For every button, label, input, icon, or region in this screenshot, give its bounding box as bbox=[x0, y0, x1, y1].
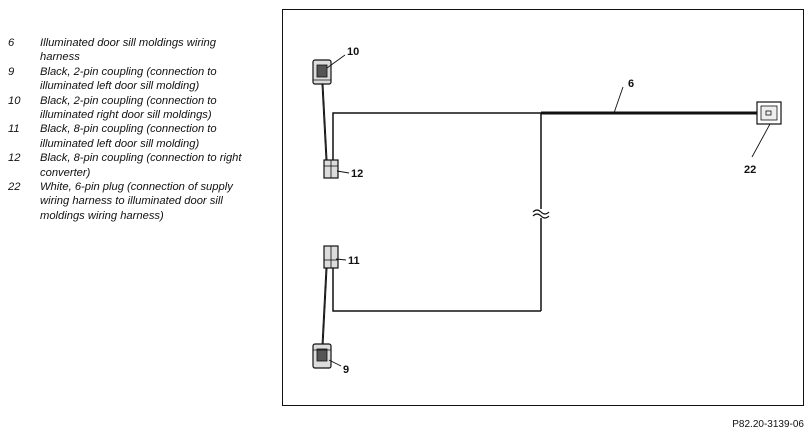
harness-upper-branch bbox=[332, 112, 541, 160]
coupling-12-connector-icon bbox=[323, 159, 339, 179]
legend-number: 6 bbox=[8, 37, 15, 49]
callout-6: 6 bbox=[628, 78, 634, 90]
lead-10-to-12 bbox=[321, 83, 327, 161]
legend-number: 11 bbox=[8, 123, 20, 136]
leader-12 bbox=[336, 170, 350, 174]
legend-description: Black, 2-pin coupling (connection to ill… bbox=[40, 94, 217, 122]
legend-item-12: 12 Black, 8-pin coupling (connection to … bbox=[8, 151, 258, 180]
legend-number: 10 bbox=[8, 94, 21, 107]
legend-item-6: 6 Illuminated door sill moldings wiring … bbox=[8, 36, 258, 65]
leader-22 bbox=[751, 123, 771, 158]
legend-description: Black, 8-pin coupling (connection to ill… bbox=[40, 123, 217, 150]
legend-description: White, 6-pin plug (connection of supply … bbox=[40, 181, 233, 222]
wiring-diagram: 10 6 12 11 9 22 bbox=[312, 46, 782, 376]
legend-item-11: 11 Black, 8-pin coupling (connection to … bbox=[8, 122, 258, 151]
callout-10: 10 bbox=[347, 46, 359, 58]
coupling-10-connector-icon bbox=[312, 59, 332, 85]
legend-item-9: 9 Black, 2-pin coupling (connection to i… bbox=[8, 65, 258, 94]
callout-11: 11 bbox=[348, 255, 360, 267]
legend: 6 Illuminated door sill moldings wiring … bbox=[8, 36, 258, 223]
leader-6 bbox=[613, 86, 624, 114]
leader-11 bbox=[335, 258, 347, 261]
plug-22-connector-icon bbox=[756, 101, 782, 125]
legend-number: 12 bbox=[8, 152, 21, 165]
lead-11-to-9-b bbox=[322, 267, 328, 347]
legend-item-10: 10 Black, 2-pin coupling (connection to … bbox=[8, 94, 258, 123]
legend-description: Illuminated door sill moldings wiring ha… bbox=[40, 37, 216, 64]
legend-item-22: 22 White, 6-pin plug (connection of supp… bbox=[8, 180, 258, 223]
coupling-11-connector-icon bbox=[323, 245, 339, 269]
legend-description: Black, 8-pin coupling (connection to rig… bbox=[40, 152, 242, 179]
leader-9 bbox=[328, 359, 342, 367]
callout-9: 9 bbox=[343, 364, 349, 376]
lead-10-to-12-b bbox=[322, 83, 328, 161]
legend-number: 22 bbox=[8, 181, 21, 194]
diagram-frame: 10 6 12 11 9 22 bbox=[282, 9, 804, 406]
leader-10 bbox=[326, 54, 346, 69]
wire-break-symbol bbox=[532, 209, 550, 219]
callout-12: 12 bbox=[351, 168, 363, 180]
harness-lower-branch bbox=[332, 268, 541, 312]
coupling-9-connector-icon bbox=[312, 343, 332, 369]
callout-22: 22 bbox=[744, 164, 756, 176]
legend-description: Black, 2-pin coupling (connection to ill… bbox=[40, 65, 217, 93]
legend-number: 9 bbox=[8, 65, 15, 78]
figure-reference: P82.20-3139-06 bbox=[732, 419, 804, 430]
lead-11-to-9 bbox=[321, 267, 327, 347]
